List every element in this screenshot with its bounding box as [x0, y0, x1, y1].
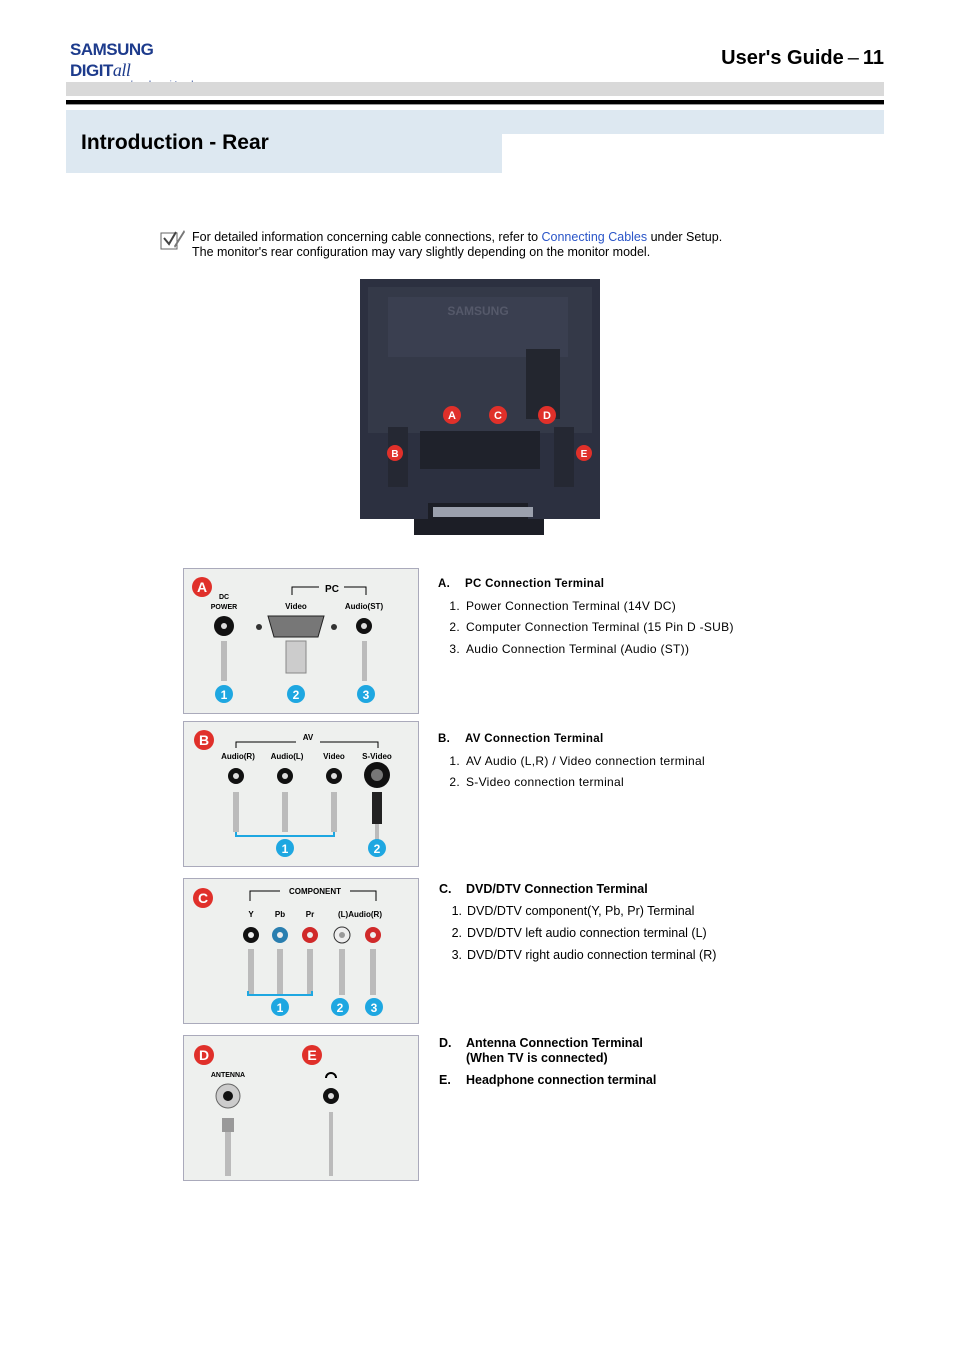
samsung-logo: SAMSUNG DIGITall everyone's InvitedTM: [70, 40, 215, 89]
note-pencil-icon: [160, 228, 186, 252]
section-c-heading: DVD/DTV Connection Terminal: [466, 882, 648, 896]
monitor-marker-e: E: [581, 449, 588, 460]
title-band: [502, 110, 884, 134]
panel-a-pc: PC: [325, 584, 339, 595]
list-item: 1.DVD/DTV component(Y, Pb, Pr) Terminal: [451, 904, 695, 918]
panel-c-component: COMPONENT: [289, 887, 341, 896]
panel-a-image: A DC POWER PC Video Audio(ST) 1 2 3: [183, 568, 419, 714]
panel-de-image: D E ANTENNA: [183, 1035, 419, 1181]
list-item: 3.Audio Connection Terminal (Audio (ST)): [449, 641, 690, 656]
section-c-label: C.: [439, 882, 452, 896]
panel-c-letter: C: [198, 890, 208, 906]
note-text: For detailed information concerning cabl…: [192, 230, 722, 260]
panel-d-letter: D: [199, 1047, 209, 1063]
monitor-marker-d: D: [543, 410, 551, 422]
panel-c-audio: (L)Audio(R): [338, 910, 382, 919]
panel-b-audio-r: Audio(R): [221, 752, 255, 761]
section-b-heading: AV Connection Terminal: [465, 733, 604, 745]
monitor-marker-b: B: [391, 449, 398, 460]
panel-c-pb: Pb: [275, 910, 285, 919]
list-item: 1.AV Audio (L,R) / Video connection term…: [449, 753, 705, 768]
section-d: D. Antenna Connection Terminal(When TV is…: [439, 1036, 643, 1066]
section-e-heading: Headphone connection terminal: [466, 1073, 657, 1087]
note-prefix: For detailed information concerning cabl…: [192, 230, 542, 244]
section-e-label: E.: [439, 1073, 451, 1087]
page-header: User's Guide–11: [721, 47, 884, 70]
title-box: [66, 110, 502, 173]
panel-b-av: AV: [303, 733, 314, 742]
section-d-label: D.: [439, 1036, 452, 1050]
list-item: 3.DVD/DTV right audio connection termina…: [451, 948, 717, 962]
panel-e-letter: E: [307, 1047, 316, 1063]
header-thin-rule: [66, 104, 884, 105]
section-d-subheading: (When TV is connected): [466, 1051, 608, 1065]
section-b-label: B.: [438, 733, 451, 745]
panel-c-image: C COMPONENT Y Pb Pr (L)Audio(R) 1 2 3: [183, 878, 419, 1024]
header-rule: [66, 100, 884, 104]
panel-a-power: POWER: [211, 604, 237, 611]
monitor-brand: SAMSUNG: [447, 304, 508, 318]
panel-b-video: Video: [323, 752, 345, 761]
panel-a-video: Video: [285, 602, 307, 611]
section-a-label: A.: [438, 578, 451, 590]
panel-c-y: Y: [248, 910, 254, 919]
guide-dash: –: [847, 47, 859, 69]
connecting-cables-link[interactable]: Connecting Cables: [541, 230, 648, 244]
monitor-rear-image: SAMSUNG A C D B E: [358, 277, 602, 535]
panel-b-audio-l: Audio(L): [271, 752, 304, 761]
guide-label: User's Guide: [721, 47, 844, 69]
page-number: 11: [862, 47, 884, 69]
monitor-marker-a: A: [448, 410, 456, 422]
section-a: A. PC Connection Terminal 1.Power Connect…: [438, 574, 734, 660]
section-d-heading: Antenna Connection Terminal: [466, 1036, 643, 1050]
panel-b-image: B AV Audio(R) Audio(L) Video S-Video 1 2: [183, 721, 419, 867]
list-item: 1.Power Connection Terminal (14V DC): [449, 598, 677, 613]
section-e: E. Headphone connection terminal: [439, 1073, 656, 1088]
page-title: Introduction - Rear: [81, 131, 269, 154]
monitor-marker-c: C: [494, 410, 502, 422]
logo-all: all: [112, 60, 131, 80]
panel-a-num-1: 1: [221, 688, 228, 702]
panel-c-pr: Pr: [306, 910, 314, 919]
header-gray-bar: [66, 82, 884, 96]
panel-c-num-1: 1: [277, 1001, 284, 1015]
panel-b-letter: B: [199, 732, 209, 748]
note-line2: The monitor's rear configuration may var…: [192, 245, 651, 259]
note-suffix: under Setup.: [647, 230, 723, 244]
panel-b-num-2: 2: [374, 842, 381, 856]
panel-d-antenna: ANTENNA: [211, 1072, 245, 1079]
section-b: B. AV Connection Terminal 1.AV Audio (L,R…: [438, 729, 705, 794]
list-item: 2.S-Video connection terminal: [449, 775, 624, 789]
section-c: C. DVD/DTV Connection Terminal 1.DVD/DTV …: [439, 878, 716, 966]
panel-b-num-1: 1: [282, 842, 289, 856]
logo-wordmark: SAMSUNG DIGIT: [70, 40, 154, 80]
list-item: 2.DVD/DTV left audio connection terminal…: [451, 926, 707, 940]
panel-c-num-3: 3: [371, 1001, 378, 1015]
panel-c-num-2: 2: [337, 1001, 344, 1015]
panel-a-audio: Audio(ST): [345, 602, 384, 611]
panel-b-svideo: S-Video: [362, 752, 392, 761]
panel-a-dc: DC: [219, 594, 229, 601]
panel-a-num-3: 3: [363, 688, 370, 702]
panel-a-num-2: 2: [293, 688, 300, 702]
section-a-heading: PC Connection Terminal: [465, 578, 605, 590]
list-item: 2.Computer Connection Terminal (15 Pin D…: [449, 620, 734, 634]
panel-a-letter: A: [197, 579, 207, 595]
headphone-icon: [325, 1072, 337, 1079]
